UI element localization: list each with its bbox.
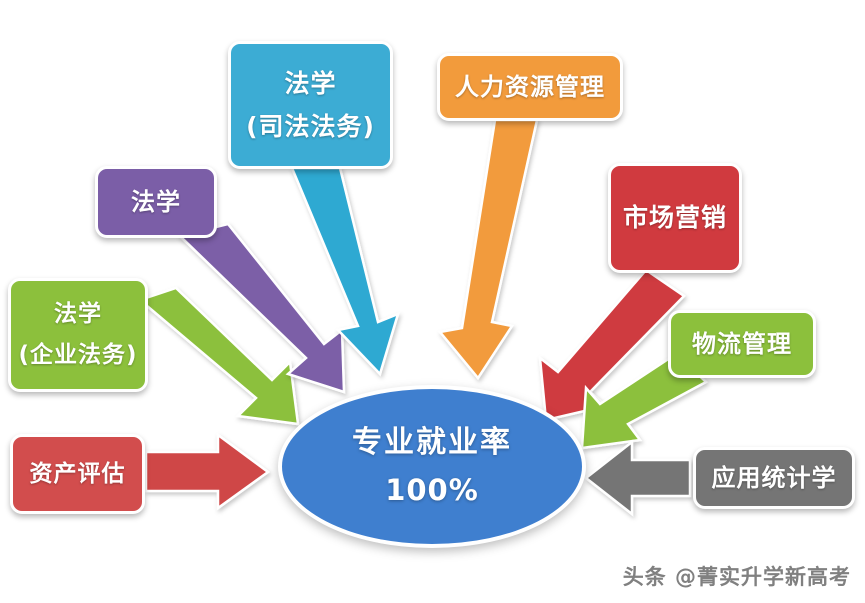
arrow-law-enterprise [137,286,300,426]
node-applied-statistics[interactable]: 应用统计学 [693,447,855,509]
node-label-line-1: 法学 [284,68,337,98]
hub-title: 专业就业率 [352,425,512,460]
arrow-asset-appraisal [144,432,271,511]
arrow-logistics-management [580,352,709,450]
watermark: 头条 @菁实升学新高考 [622,565,851,589]
hub-value: 100% [385,473,479,507]
node-label-line-1: 市场营销 [622,203,727,233]
arrow-law-judicial [290,166,400,377]
node-label-line-1: 人力资源管理 [455,73,605,101]
node-label-line-1: 法学 [131,188,181,216]
node-label-line-1: 物流管理 [692,330,792,358]
arrow-law [177,222,346,394]
node-marketing[interactable]: 市场营销 [608,163,742,273]
arrow-hr-management [437,118,539,381]
node-law[interactable]: 法学 [95,166,217,238]
node-law-enterprise[interactable]: 法学 (企业法务) [8,278,148,392]
node-label-line-1: 应用统计学 [711,464,837,492]
node-label-line-1: 法学 [54,301,102,328]
node-law-judicial[interactable]: 法学 (司法法务) [228,41,393,169]
node-asset-appraisal[interactable]: 资产评估 [10,434,145,514]
employment-rate-hub: 专业就业率 100% [278,385,586,548]
arrow-applied-statistics [583,439,692,517]
node-label-line-1: 资产评估 [29,460,126,487]
node-label-line-2: (司法法务) [246,112,375,141]
arrow-marketing [538,268,686,422]
node-hr-management[interactable]: 人力资源管理 [437,53,623,121]
node-label-line-2: (企业法务) [18,342,138,368]
node-logistics-management[interactable]: 物流管理 [668,310,816,378]
